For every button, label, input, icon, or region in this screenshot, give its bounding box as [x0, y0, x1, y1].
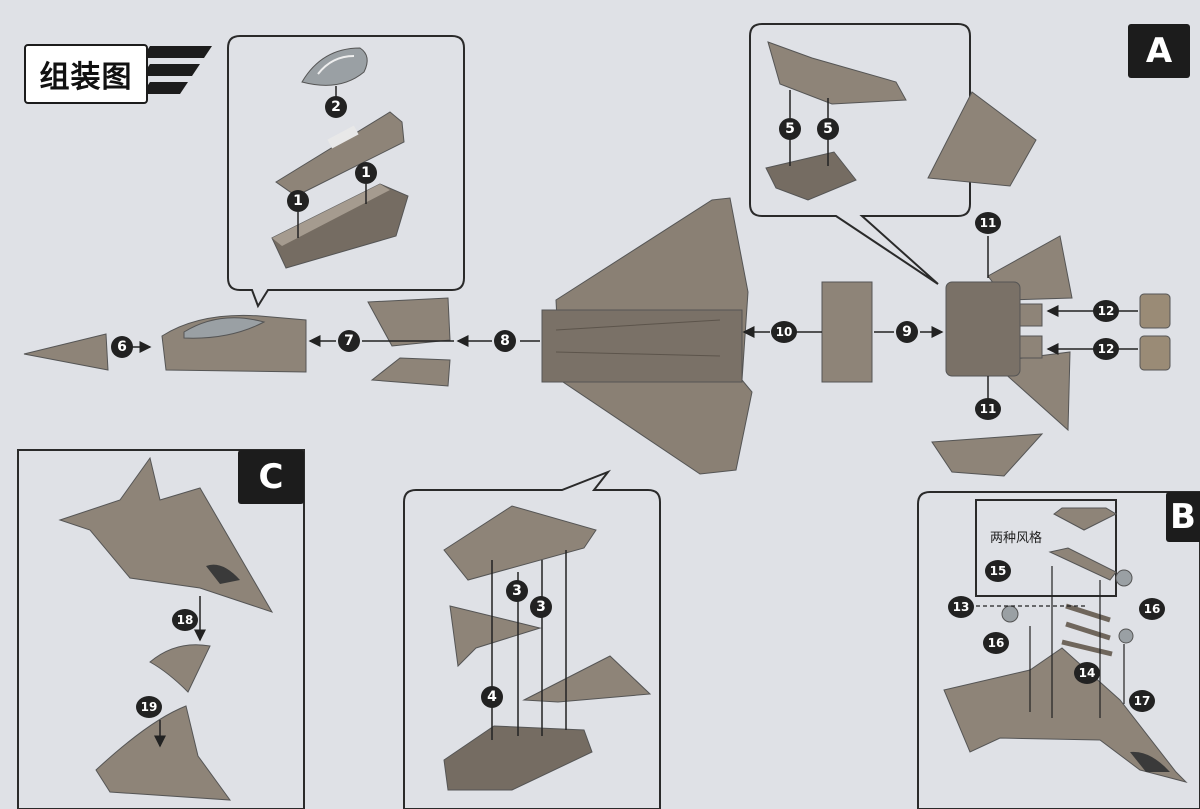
- step-6-label: 6: [111, 336, 133, 358]
- rear-fuselage-part: [945, 235, 1073, 432]
- intake-section-part: [367, 297, 451, 387]
- step-5-label: 5: [817, 118, 839, 140]
- fuselage-bottom-callout-box: [403, 469, 661, 809]
- section-c-badge: C: [238, 450, 304, 504]
- wing-leader-lines: [491, 550, 567, 740]
- step-7-label: 7: [338, 330, 360, 352]
- engine-nozzle-part: [1139, 335, 1171, 371]
- step-16-label: 16: [1139, 598, 1165, 620]
- step-16-label: 16: [983, 632, 1009, 654]
- c-leader-lines: [154, 596, 206, 748]
- step-13-label: 13: [948, 596, 974, 618]
- b-leader-lines: [976, 566, 1125, 718]
- cockpit-callout-box: [227, 35, 465, 309]
- forward-fuselage-part: [161, 314, 307, 373]
- pilot-figure: [1001, 569, 1134, 644]
- step-8-label: 8: [494, 330, 516, 352]
- step-15-label: 15: [985, 560, 1011, 582]
- cockpit-upper-part: [275, 111, 405, 197]
- step-10-label: 10: [771, 321, 797, 343]
- cockpit-lower-part: [271, 183, 409, 269]
- step-18-label: 18: [172, 609, 198, 631]
- b-callout-box: [917, 491, 1200, 809]
- center-section-part: [821, 281, 873, 383]
- missile-parts: [1061, 603, 1113, 657]
- vertical-tail-top-part: [927, 91, 1037, 187]
- step-2-label: 2: [325, 96, 347, 118]
- stand-arm-part: [149, 644, 211, 693]
- step-19-label: 19: [136, 696, 162, 718]
- stand-base-part: [95, 705, 232, 801]
- step-17-label: 17: [1129, 690, 1155, 712]
- step-4-label: 4: [481, 686, 503, 708]
- step-3-label: 3: [506, 580, 528, 602]
- section-b-badge: B: [1166, 492, 1200, 542]
- canopy-part: [301, 47, 368, 86]
- step-9-label: 9: [896, 321, 918, 343]
- step-12-label: 12: [1093, 338, 1119, 360]
- step-11-label: 11: [975, 212, 1001, 234]
- step-1-label: 1: [287, 190, 309, 212]
- style-options-note: 两种风格: [989, 530, 1042, 546]
- vertical-tail-bottom-part: [931, 433, 1044, 477]
- cover-option-2: [1048, 547, 1117, 581]
- section-a-badge: A: [1128, 24, 1190, 78]
- main-assembly-arrows: [132, 305, 1138, 355]
- step-3-label: 3: [530, 596, 552, 618]
- left-wing-piece: [449, 605, 542, 668]
- fuselage-callout-box: [749, 23, 971, 285]
- style-options-box: [975, 499, 1117, 597]
- a-leader-lines: [789, 90, 829, 166]
- cover-option-1: [1053, 507, 1118, 531]
- engine-nozzle-part: [1139, 293, 1171, 329]
- c-callout-box: [17, 449, 305, 809]
- title-stripes: [142, 46, 212, 94]
- step-12-label: 12: [1093, 300, 1119, 322]
- step-14-label: 14: [1074, 662, 1100, 684]
- step-11-label: 11: [975, 398, 1001, 420]
- belly-part: [443, 725, 593, 791]
- upper-fuselage-part: [767, 41, 907, 105]
- upper-wing-part: [443, 505, 597, 581]
- assembled-aircraft-c: [58, 456, 274, 613]
- right-wing-piece: [522, 655, 652, 703]
- step-5-label: 5: [779, 118, 801, 140]
- assembled-aircraft-b: [943, 647, 1188, 783]
- lower-fuselage-part: [765, 151, 857, 201]
- page-title: 组装图: [24, 44, 148, 104]
- main-wing-part: [541, 197, 753, 475]
- nose-cone-part: [23, 333, 109, 371]
- step-1-label: 1: [355, 162, 377, 184]
